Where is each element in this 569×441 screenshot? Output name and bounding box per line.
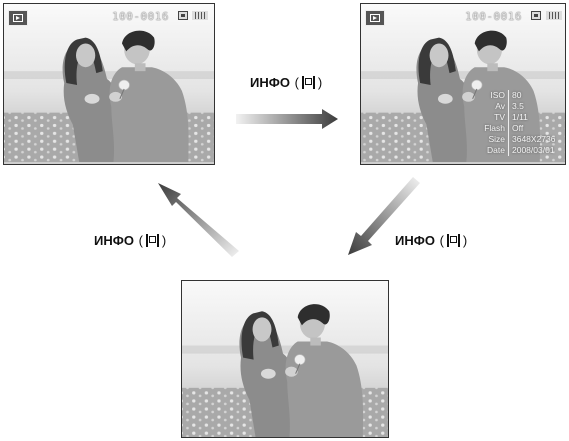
right-arrow-icon [236,109,338,129]
label-text: ИНФО [94,233,134,248]
paren-close: ) [462,233,468,248]
info-value: Off [512,123,524,133]
paren-open: ( [138,233,143,248]
info-key: ISO [471,90,509,101]
info-key: Size [471,134,509,145]
file-number: 100-0016 [112,10,169,23]
play-icon [8,10,28,26]
info-key: Date [471,145,509,156]
up-left-arrow-icon [158,183,239,257]
paren-close: ) [161,233,167,248]
memory-card-icon [531,11,541,20]
display-button-icon [145,234,160,247]
display-button-icon [446,234,461,247]
label-text: ИНФО [250,75,290,90]
info-key: Flash [471,123,509,134]
play-icon [365,10,385,26]
info-value: 2008/03/01 [512,145,555,155]
info-value: 3648X2736 [512,134,556,144]
paren-close: ) [317,75,323,90]
file-number: 100-0016 [465,10,522,23]
label-text: ИНФО [395,233,435,248]
display-button-icon [301,76,316,89]
battery-icon [546,11,562,20]
paren-open: ( [294,75,299,90]
screen-basic-info: 100-0016 [3,3,215,165]
down-left-arrow-icon [348,177,420,255]
info-key: TV [471,112,509,123]
screen-no-info [181,280,389,438]
info-button-label-right: ИНФО () [395,233,468,248]
paren-open: ( [439,233,444,248]
info-button-label-left: ИНФО () [94,233,167,248]
info-button-label-top: ИНФО () [250,75,323,90]
memory-card-icon [178,11,188,20]
info-key: Av [471,101,509,112]
info-value: 1/11 [512,112,528,122]
info-value: 3.5 [512,101,524,111]
battery-icon [192,11,208,20]
info-value: 80 [512,90,522,100]
